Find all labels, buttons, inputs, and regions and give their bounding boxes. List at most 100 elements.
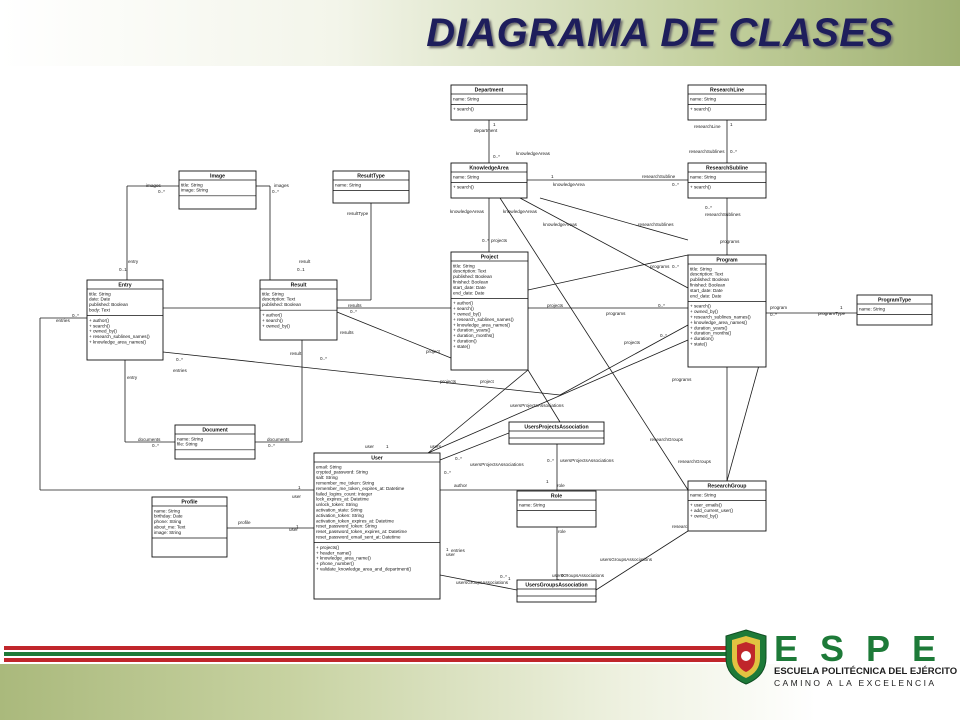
class-role: Role name: String (516, 490, 597, 528)
class-attribute: title: String (262, 291, 284, 296)
class-method: + duration_months() (453, 333, 495, 338)
association-label: 0..* (152, 443, 159, 448)
class-method: + owned_by() (453, 312, 481, 317)
association-label: images (274, 183, 290, 188)
class-attribute: title: String (181, 182, 203, 187)
class-box (151, 496, 228, 558)
association-label: 1 (508, 576, 511, 581)
association-line (427, 369, 529, 454)
class-box (687, 480, 767, 532)
logo-institution: ESCUELA POLITÉCNICA DEL EJÉRCITO (774, 666, 958, 677)
association-label: author (454, 483, 467, 488)
association-label: user (292, 494, 301, 499)
association-label: 0..* (272, 189, 279, 194)
class-method: + search() (453, 306, 474, 311)
association-label: programs (720, 239, 740, 244)
footer-stripes (4, 646, 750, 662)
class-name: Role (551, 494, 562, 500)
association-label: entries (451, 548, 465, 553)
association-label: researchSublines (705, 212, 741, 217)
association-label: resultType (347, 211, 369, 216)
class-attribute: image: String (181, 188, 209, 193)
class-method: + validate_knowledge_area_and_department… (316, 567, 412, 572)
class-name: Result (291, 283, 307, 289)
association-label: knowledgeAreas (543, 222, 578, 227)
class-name: UsersGroupsAssociation (525, 583, 587, 589)
class-attribute: reset_password_token_expires_at: Datetim… (316, 529, 407, 534)
association-label: profile (238, 520, 251, 525)
association-label: 0..* (350, 309, 357, 314)
association-line (539, 197, 689, 241)
association-label: researchLine (694, 124, 721, 129)
class-box (450, 84, 528, 121)
association-label: role (557, 483, 565, 488)
class-method: + search() (262, 318, 283, 323)
association-label: images (146, 183, 162, 188)
association-line (527, 254, 689, 291)
association-label: usersProjectsAssociations (510, 403, 564, 408)
class-method: + knowledge_area_name() (316, 556, 371, 561)
class-attribute: salt: String (316, 475, 338, 480)
association-label: user (446, 552, 455, 557)
class-attribute: published: Boolean (690, 277, 730, 282)
class-box (687, 162, 767, 199)
class-method: + owned_by() (690, 514, 718, 519)
class-method: + add_current_user() (690, 508, 733, 513)
class-attribute: description: Text (690, 272, 724, 277)
logo-motto: CAMINO A LA EXCELENCIA (774, 678, 937, 688)
association-label: user (289, 527, 298, 532)
association-label: 0..* (547, 458, 554, 463)
association-line (519, 197, 689, 289)
class-attribute: title: String (453, 263, 475, 268)
class-method: + header_name() (316, 550, 352, 555)
espe-logo: ESPE ESCUELA POLITÉCNICA DEL EJÉRCITO CA… (722, 628, 957, 688)
association-label: entries (173, 368, 187, 373)
association-line (427, 339, 689, 454)
association-line (439, 574, 518, 591)
class-attribute: lock_expires_at: Datetime (316, 497, 369, 502)
class-method: + duration_months() (690, 331, 732, 336)
association-label: 1 (546, 479, 549, 484)
association-line (527, 369, 561, 423)
class-attribute: description: Text (453, 269, 487, 274)
class-attribute: published: Boolean (89, 302, 129, 307)
association-label: 0..1 (119, 267, 127, 272)
association-label: 0..* (770, 312, 777, 317)
class-method: + owned_by() (262, 323, 290, 328)
association-label: role (558, 529, 566, 534)
association-label: 0..* (444, 470, 451, 475)
class-name: ResearchGroup (708, 484, 747, 490)
class-box (856, 294, 933, 326)
class-attribute: name: String (519, 502, 545, 507)
stripe-red (4, 646, 750, 650)
association-label: 1 (551, 174, 554, 179)
class-attribute: remember_me_token_expires_at: Datetime (316, 486, 405, 491)
class-diagram: 1department0..*knowledgeAreasresearchLin… (39, 84, 933, 603)
class-box (313, 452, 441, 600)
class-attribute: name: String (177, 436, 203, 441)
class-method: + phone_number() (316, 561, 354, 566)
association-label: researchGroup (672, 524, 703, 529)
class-attribute: date: Date (89, 297, 111, 302)
association-label: knowledgeAreas (450, 209, 485, 214)
class-method: + owned_by() (89, 329, 117, 334)
association-label: entry (128, 259, 139, 264)
association-label: 1 (446, 547, 449, 552)
class-name: Project (481, 255, 499, 261)
class-name: User (371, 456, 383, 462)
association-label: 0..* (561, 573, 568, 578)
class-name: KnowledgeArea (469, 166, 508, 172)
class-method: + duration_years() (453, 328, 491, 333)
association-label: documents (267, 437, 290, 442)
association-label: 0..* (482, 238, 489, 243)
class-attribute: name: String (453, 96, 479, 101)
class-method: + author() (453, 301, 474, 306)
class-name: ResearchSubline (706, 166, 748, 172)
